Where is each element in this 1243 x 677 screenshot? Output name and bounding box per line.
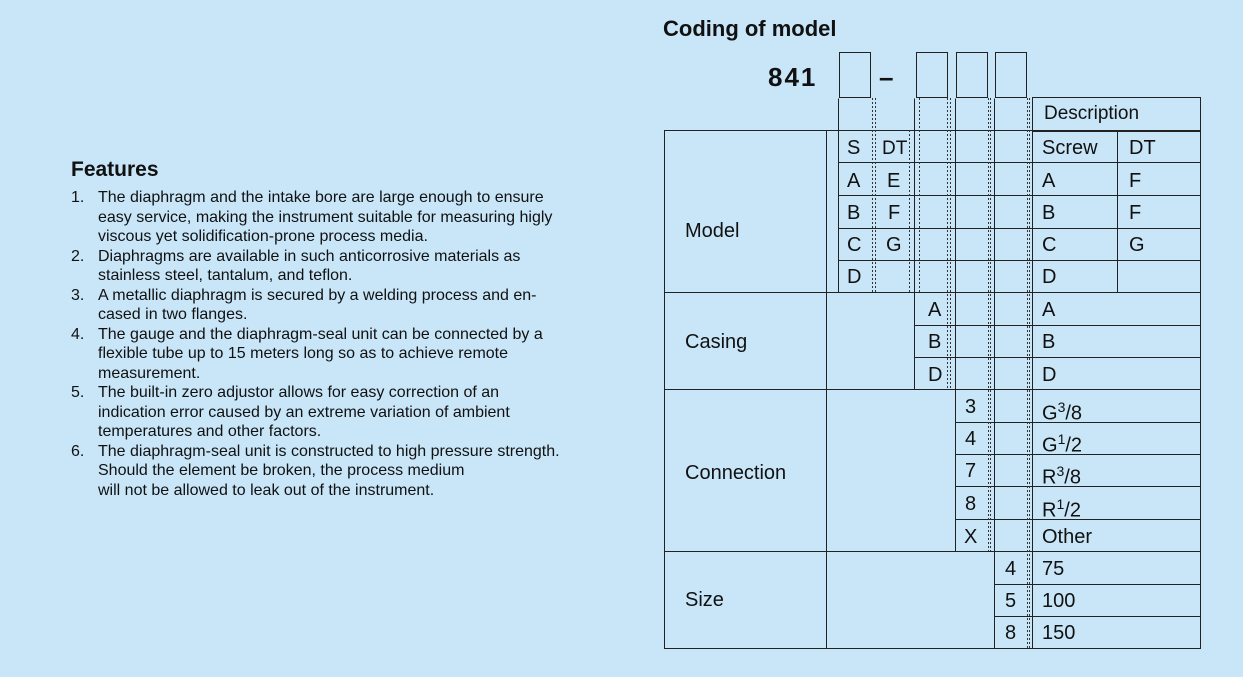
connection-code: 7 <box>965 460 977 482</box>
features-section: Features 1. The diaphragm and the intake … <box>71 158 641 500</box>
model-dt-desc: F <box>1129 202 1142 224</box>
thread-type: G <box>1042 402 1058 425</box>
connection-code: 8 <box>965 493 977 515</box>
casing-code: D <box>928 364 943 386</box>
casing-code: B <box>928 331 942 353</box>
size-code: 4 <box>1005 558 1017 580</box>
description-header: Description <box>1044 103 1140 124</box>
connection-desc: G3/8 <box>1042 399 1083 425</box>
model-screw-desc: C <box>1042 234 1057 256</box>
model-s-code: B <box>847 202 861 224</box>
thread-type: G <box>1042 434 1058 457</box>
code-slot-casing <box>916 52 948 98</box>
casing-desc: D <box>1042 364 1057 386</box>
model-s-code: A <box>847 170 861 192</box>
feature-text: The diaphragm-seal unit is constructed t… <box>98 442 560 499</box>
fraction-denominator: 2 <box>1069 499 1081 522</box>
model-s-code: C <box>847 234 862 256</box>
code-slot-model <box>839 52 871 98</box>
model-screw-desc: B <box>1042 202 1056 224</box>
casing-desc: A <box>1042 299 1056 321</box>
fraction-numerator: 1 <box>1056 496 1065 512</box>
model-dt-code: F <box>888 202 901 224</box>
features-title: Features <box>71 158 159 181</box>
feature-item: 5. The built-in zero adjustor allows for … <box>71 383 641 442</box>
fraction-denominator: 8 <box>1070 402 1083 425</box>
connection-desc: Other <box>1042 526 1093 548</box>
model-dash: – <box>879 62 894 92</box>
feature-text: A metallic diaphragm is secured by a wel… <box>98 286 537 324</box>
feature-text: Diaphragms are available in such anticor… <box>98 247 521 285</box>
model-screw-header: Screw <box>1042 137 1098 159</box>
feature-text: The gauge and the diaphragm-seal unit ca… <box>98 325 543 382</box>
connection-desc: R1/2 <box>1042 496 1081 522</box>
model-prefix: 841 <box>768 62 818 92</box>
model-screw-desc: D <box>1042 266 1057 288</box>
model-dt-code: G <box>886 234 902 256</box>
feature-number: 2. <box>71 247 85 265</box>
connection-code: 4 <box>965 428 977 450</box>
feature-item: 1. The diaphragm and the intake bore are … <box>71 188 641 247</box>
model-col-dt-header: DT <box>882 138 908 159</box>
fraction-numerator: 1 <box>1057 431 1066 447</box>
size-code: 5 <box>1005 590 1017 612</box>
feature-item: 6. The diaphragm-seal unit is constructed… <box>71 442 641 501</box>
size-code: 8 <box>1005 622 1017 644</box>
feature-number: 5. <box>71 384 85 401</box>
fraction-denominator: 8 <box>1069 466 1081 489</box>
feature-number: 6. <box>71 442 85 460</box>
section-label-connection: Connection <box>685 462 787 484</box>
model-screw-desc: A <box>1042 170 1056 192</box>
model-dt-code: E <box>887 170 901 192</box>
code-slot-size <box>995 52 1027 98</box>
size-desc: 75 <box>1042 558 1065 580</box>
feature-item: 3. A metallic diaphragm is secured by a w… <box>71 286 641 325</box>
feature-number: 1. <box>71 189 85 206</box>
size-desc: 150 <box>1042 622 1076 644</box>
code-slot-connection <box>956 52 988 98</box>
feature-item: 4. The gauge and the diaphragm-seal unit … <box>71 325 641 384</box>
connection-desc: R3/8 <box>1042 463 1081 489</box>
casing-code: A <box>928 299 942 321</box>
connection-code: 3 <box>965 396 977 418</box>
model-dt-desc: F <box>1129 170 1142 192</box>
section-label-casing: Casing <box>685 331 748 353</box>
coding-title: Coding of model <box>663 16 837 41</box>
section-label-model: Model <box>685 220 740 242</box>
model-col-s-header: S <box>847 137 861 159</box>
section-label-size: Size <box>685 589 724 611</box>
connection-desc: G1/2 <box>1042 431 1083 457</box>
feature-text: The diaphragm and the intake bore are la… <box>98 189 553 245</box>
fraction-numerator: 3 <box>1057 399 1066 415</box>
thread-type: R <box>1042 499 1057 522</box>
feature-number: 3. <box>71 286 85 304</box>
fraction-numerator: 3 <box>1056 463 1065 479</box>
size-desc: 100 <box>1042 590 1076 612</box>
thread-type: R <box>1042 466 1057 489</box>
feature-item: 2. Diaphragms are available in such antic… <box>71 247 641 286</box>
model-s-code: D <box>847 266 862 288</box>
fraction-denominator: 2 <box>1070 434 1083 457</box>
connection-code: X <box>964 526 978 548</box>
feature-text: The built-in zero adjustor allows for ea… <box>98 384 510 440</box>
model-dt-desc-header: DT <box>1129 137 1156 159</box>
features-list: 1. The diaphragm and the intake bore are … <box>71 188 641 500</box>
model-dt-desc: G <box>1129 234 1145 256</box>
casing-desc: B <box>1042 331 1056 353</box>
feature-number: 4. <box>71 325 85 343</box>
